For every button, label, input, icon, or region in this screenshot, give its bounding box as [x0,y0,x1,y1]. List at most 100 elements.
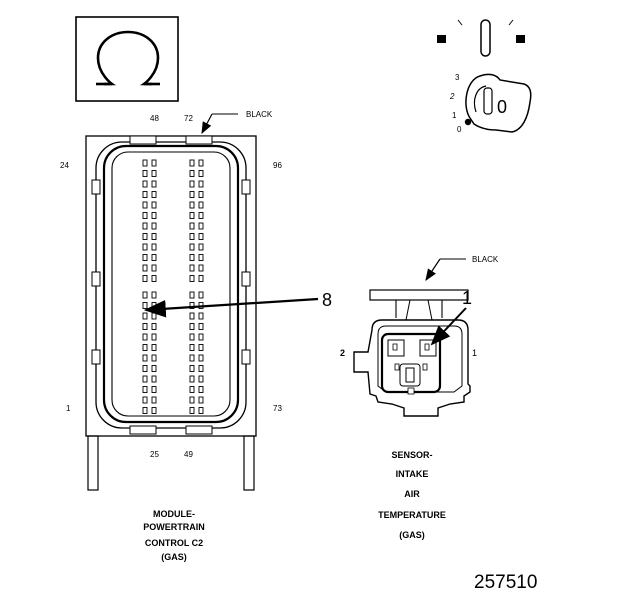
pcm-pin-cavity [151,333,157,341]
pcm-pin-cavity [142,201,148,209]
pcm-pin-cavity [142,170,148,177]
iat-side-label-2: 2 [340,348,345,358]
pcm-probe-pin-label: 8 [322,290,332,310]
pcm-pin-cavity [151,264,157,272]
pcm-pin-cavity [151,396,157,404]
pcm-pin-label-96: 96 [273,161,282,170]
pcm-pin-label-72: 72 [184,114,193,123]
pcm-pin-cavity [198,180,204,188]
pcm-pin-cavity [151,243,157,251]
pcm-pin-cavity [151,180,157,188]
ignition-position-0: 0 [457,125,462,134]
pcm-pin-cavity [189,254,195,261]
pcm-pin-cavity [189,212,195,219]
pcm-pin-cavity [198,365,204,372]
iat-sensor-connector [353,289,471,417]
pcm-pin-cavity [198,275,204,282]
pcm-pin-cavity [198,407,204,414]
pcm-pin-label-1: 1 [66,404,71,413]
pcm-pin-cavity [142,386,148,393]
pcm-pin-cavity [198,375,204,383]
pcm-pin-cavity [189,264,195,272]
pcm-pin-cavity [189,291,195,299]
pcm-pin-cavity [142,323,148,330]
pcm-pin-cavity [198,354,204,362]
pcm-pin-cavity [151,170,157,177]
pcm-pin-cavity [189,159,195,167]
pcm-pin-cavity [142,264,148,272]
pcm-pin-label-48: 48 [150,114,159,123]
ignition-position-3: 3 [455,73,460,82]
pcm-pin-cavity [142,354,148,362]
pcm-pin-cavity [198,386,204,393]
iat-probe-pin-label: 1 [462,288,472,308]
pcm-pin-cavity [142,365,148,372]
pcm-pin-cavity [189,170,195,177]
pcm-pin-cavity [151,323,157,330]
pcm-pin-cavity [189,407,195,414]
pcm-pin-cavity [189,344,195,351]
pcm-pin-cavity [142,312,148,320]
figure-number: 257510 [474,572,537,593]
pcm-pin-cavity [151,159,157,167]
pcm-wire-color: BLACK [246,110,273,119]
pcm-pin-cavity [198,212,204,219]
iat-wire-color: BLACK [472,255,499,264]
pcm-caption-line-2: POWERTRAIN [143,522,205,532]
pcm-pin-cavity [189,243,195,251]
pcm-pin-cavity [142,291,148,299]
pcm-pin-cavity [151,344,157,351]
pcm-pin-cavity [151,302,157,309]
ohmmeter-symbol [75,16,179,102]
pcm-pin-cavity [151,212,157,219]
iat-caption-line-3: AIR [404,489,420,499]
ignition-position-1: 1 [452,111,457,120]
pcm-pin-cavity [198,264,204,272]
pcm-pin-cavity [198,396,204,404]
pcm-pin-label-25: 25 [150,450,159,459]
pcm-pin-cavity [142,159,148,167]
pcm-pin-cavity [151,312,157,320]
pcm-caption-line-1: MODULE- [153,509,195,519]
pcm-caption-line-3: CONTROL C2 [145,538,203,548]
pcm-pin-cavity [189,323,195,330]
pcm-pin-cavity [142,191,148,198]
pcm-pin-cavity [198,222,204,230]
pcm-pin-cavity [198,323,204,330]
iat-probe-arrow [430,307,467,346]
pcm-pin-cavity [151,354,157,362]
pcm-pin-cavity [198,201,204,209]
iat-caption-line-4: TEMPERATURE [378,510,446,520]
pcm-pin-cavity [189,354,195,362]
pcm-pin-cavity [198,344,204,351]
pcm-pin-cavity [189,201,195,209]
ignition-position-2: 2 [449,92,455,101]
pcm-pin-cavity [142,407,148,414]
pcm-probe-arrow [143,297,319,318]
pcm-pin-cavity [142,275,148,282]
iat-caption-line-2: INTAKE [396,469,429,479]
pcm-pin-cavity [151,233,157,240]
pcm-caption-line-4: (GAS) [161,552,187,562]
pcm-pin-cavity [151,201,157,209]
pcm-pin-cavity [189,191,195,198]
omega-icon [96,30,160,86]
pcm-pin-cavity [142,344,148,351]
pcm-pin-cavity [189,222,195,230]
pcm-pin-cavities [142,159,204,414]
pcm-pin-cavity [151,375,157,383]
pcm-pin-cavity [151,254,157,261]
iat-side-label-1: 1 [472,348,477,358]
pcm-pin-cavity [142,375,148,383]
pcm-pin-cavity [198,243,204,251]
pcm-pin-cavity [189,386,195,393]
pcm-pin-cavity [198,291,204,299]
pcm-pin-cavity [142,302,148,309]
ignition-key-icon [437,19,532,133]
pcm-pin-cavity [189,233,195,240]
pcm-pin-cavity [151,365,157,372]
pcm-pin-cavity [142,212,148,219]
pcm-pin-cavity [151,191,157,198]
